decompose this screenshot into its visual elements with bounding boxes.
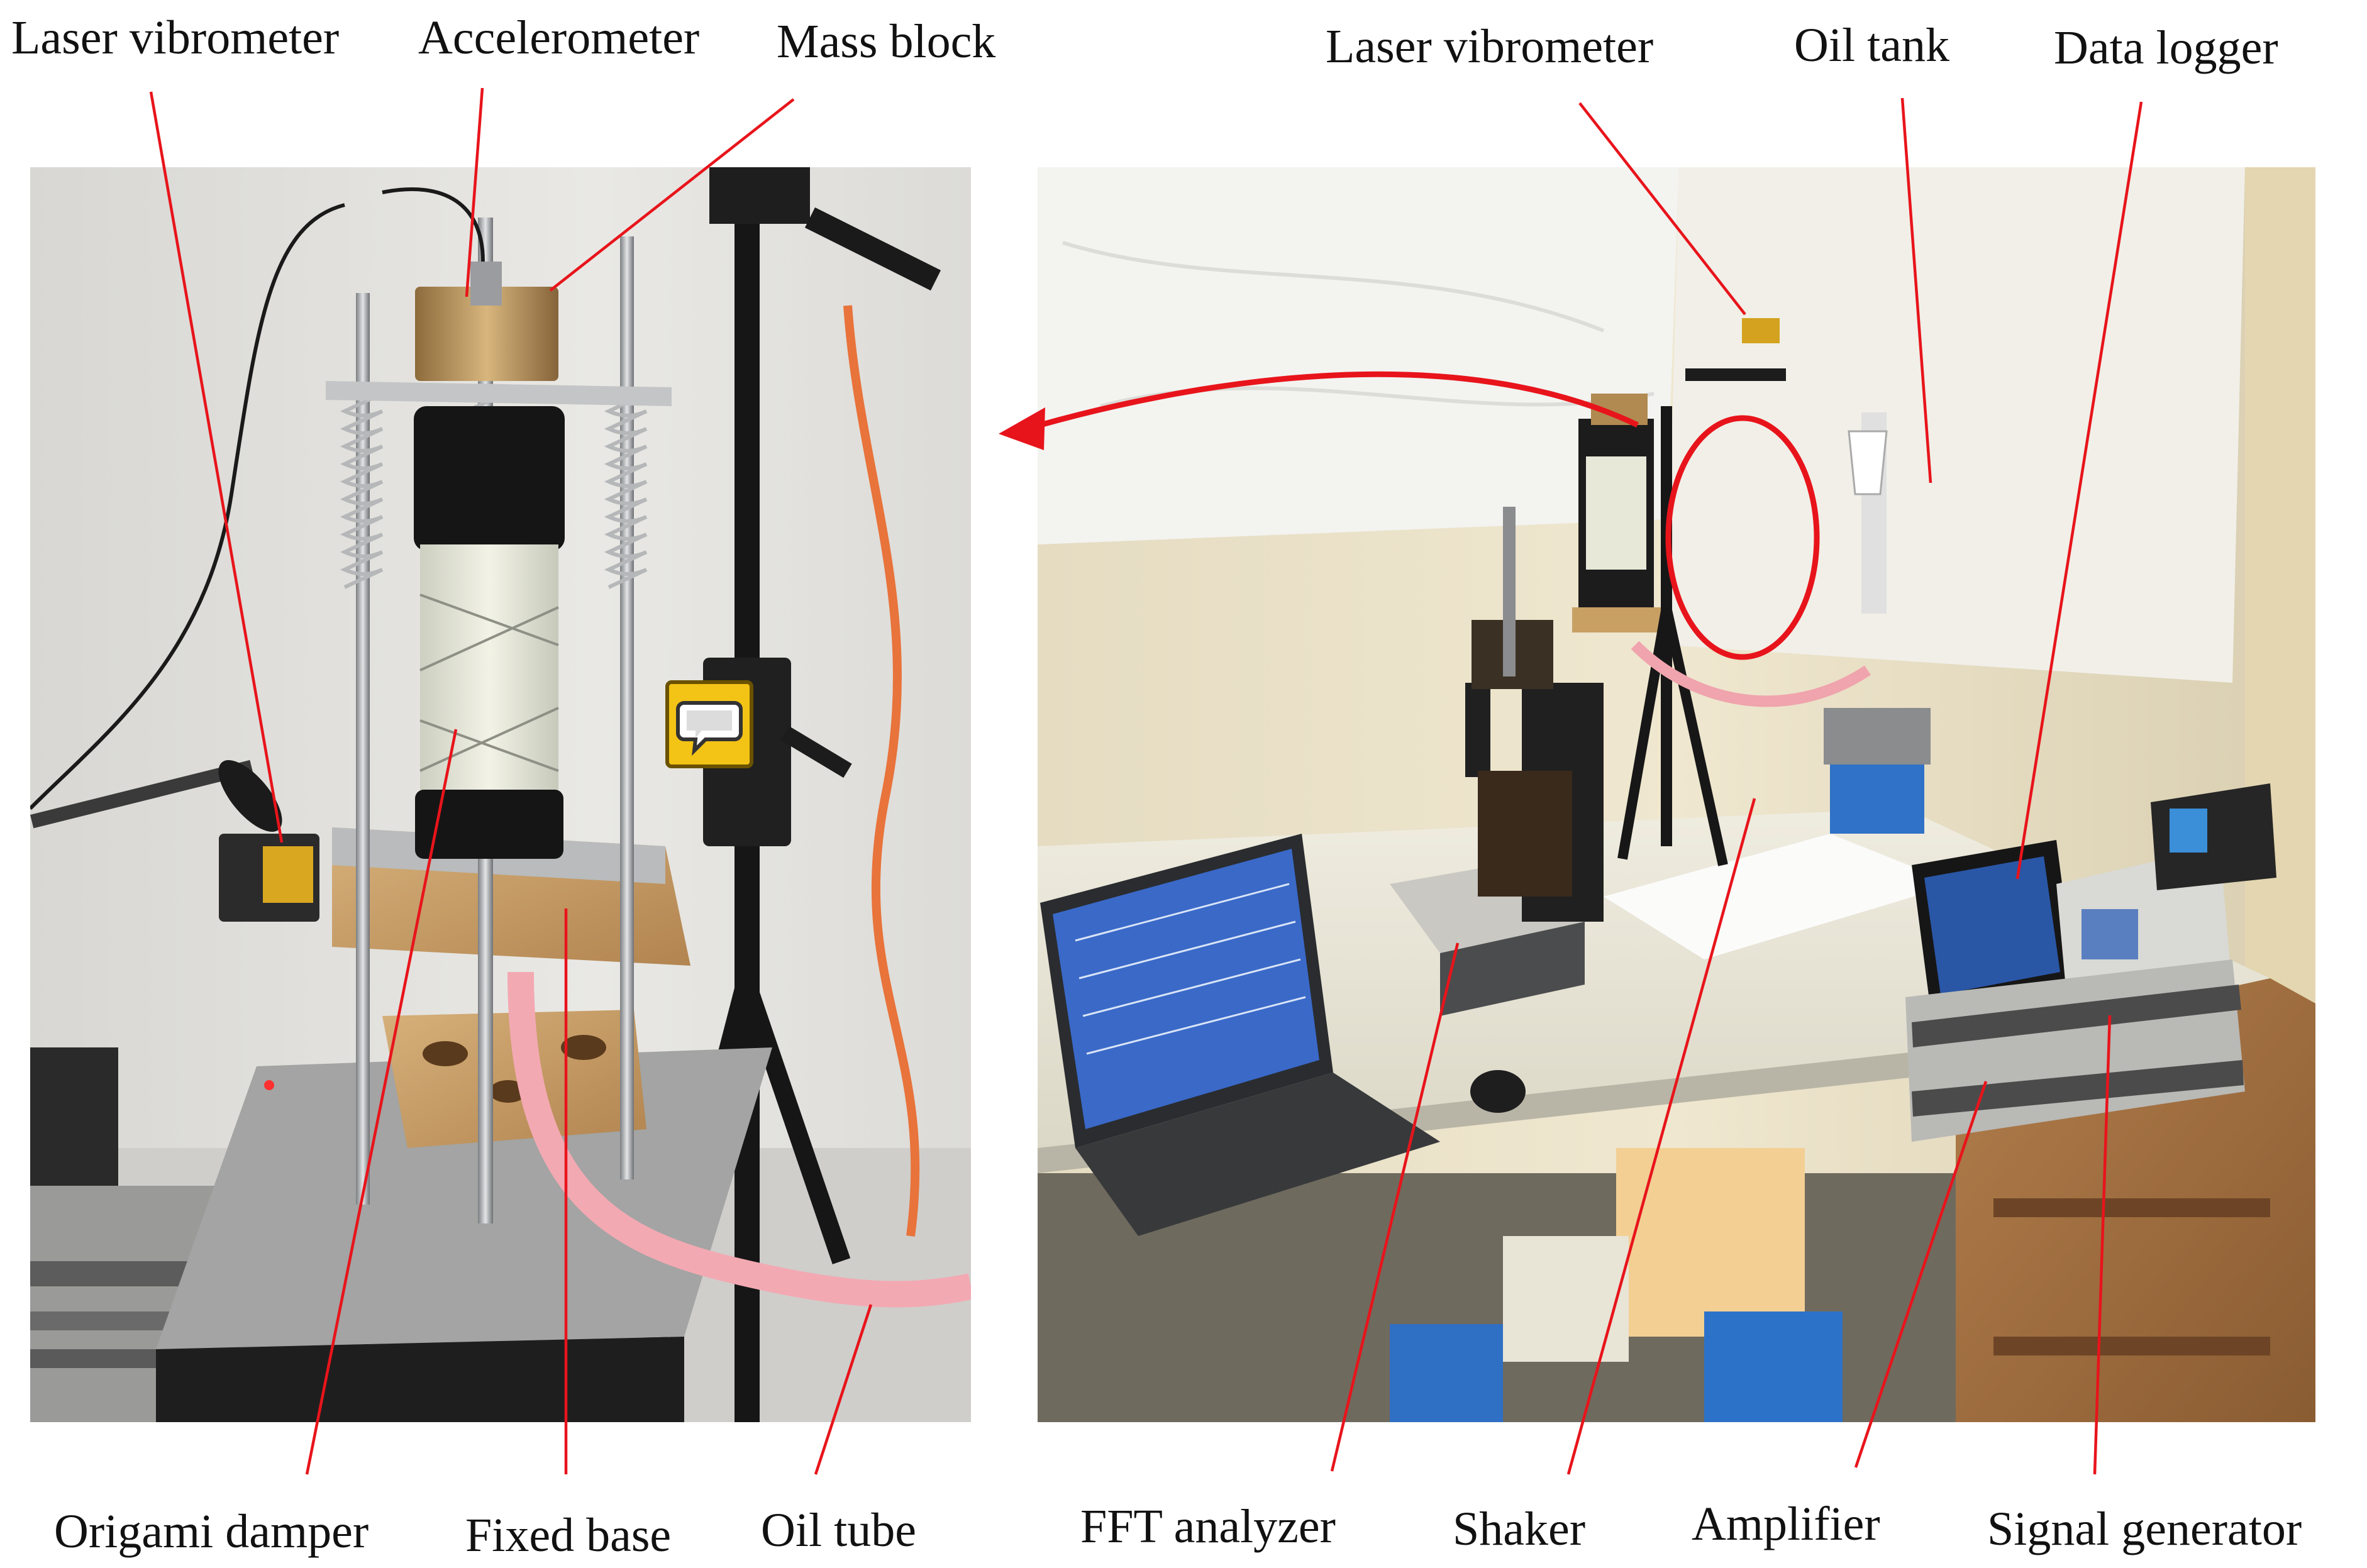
leader-mass-block <box>549 98 795 292</box>
label-mass-block: Mass block <box>777 15 996 68</box>
leader-amplifier <box>1854 1081 1988 1468</box>
right-photo-panel <box>1038 167 2315 1422</box>
label-accelerometer: Accelerometer <box>418 11 700 64</box>
label-fft-analyzer: FFT analyzer <box>1080 1500 1336 1553</box>
left-photo-panel <box>30 167 971 1422</box>
leader-signal-generator <box>2093 1015 2112 1475</box>
leader-lines <box>149 87 2143 1475</box>
label-fixed-base: Fixed base <box>465 1509 672 1562</box>
leader-shaker <box>1566 798 1756 1475</box>
highlight-arrow-line <box>1030 371 1639 431</box>
label-origami-damper: Origami damper <box>54 1505 369 1558</box>
label-amplifier: Amplifier <box>1692 1498 1880 1550</box>
highlight-ellipse <box>1665 415 1820 660</box>
leader-data-logger <box>2015 101 2143 880</box>
label-data-logger: Data logger <box>2054 21 2278 74</box>
label-oil-tube: Oil tube <box>761 1504 916 1557</box>
leader-accelerometer <box>465 87 484 297</box>
leader-oil-tube <box>814 1304 873 1475</box>
label-shaker: Shaker <box>1453 1503 1586 1555</box>
comment-badge[interactable] <box>665 680 753 768</box>
label-signal-generator: Signal generator <box>1987 1503 2302 1555</box>
label-laser-vibrometer-right: Laser vibrometer <box>1326 20 1654 73</box>
leader-laser-vibrometer-right <box>1578 102 1746 316</box>
label-oil-tank: Oil tank <box>1794 19 1949 72</box>
label-laser-vibrometer-left: Laser vibrometer <box>11 11 340 64</box>
leader-origami-damper <box>305 729 458 1475</box>
leader-fft-analyzer <box>1330 942 1460 1472</box>
highlight-arrowhead <box>999 407 1045 450</box>
speech-bubble-icon <box>676 701 743 756</box>
leader-laser-vibrometer-left <box>149 91 284 843</box>
leader-oil-tank <box>1900 97 1932 483</box>
